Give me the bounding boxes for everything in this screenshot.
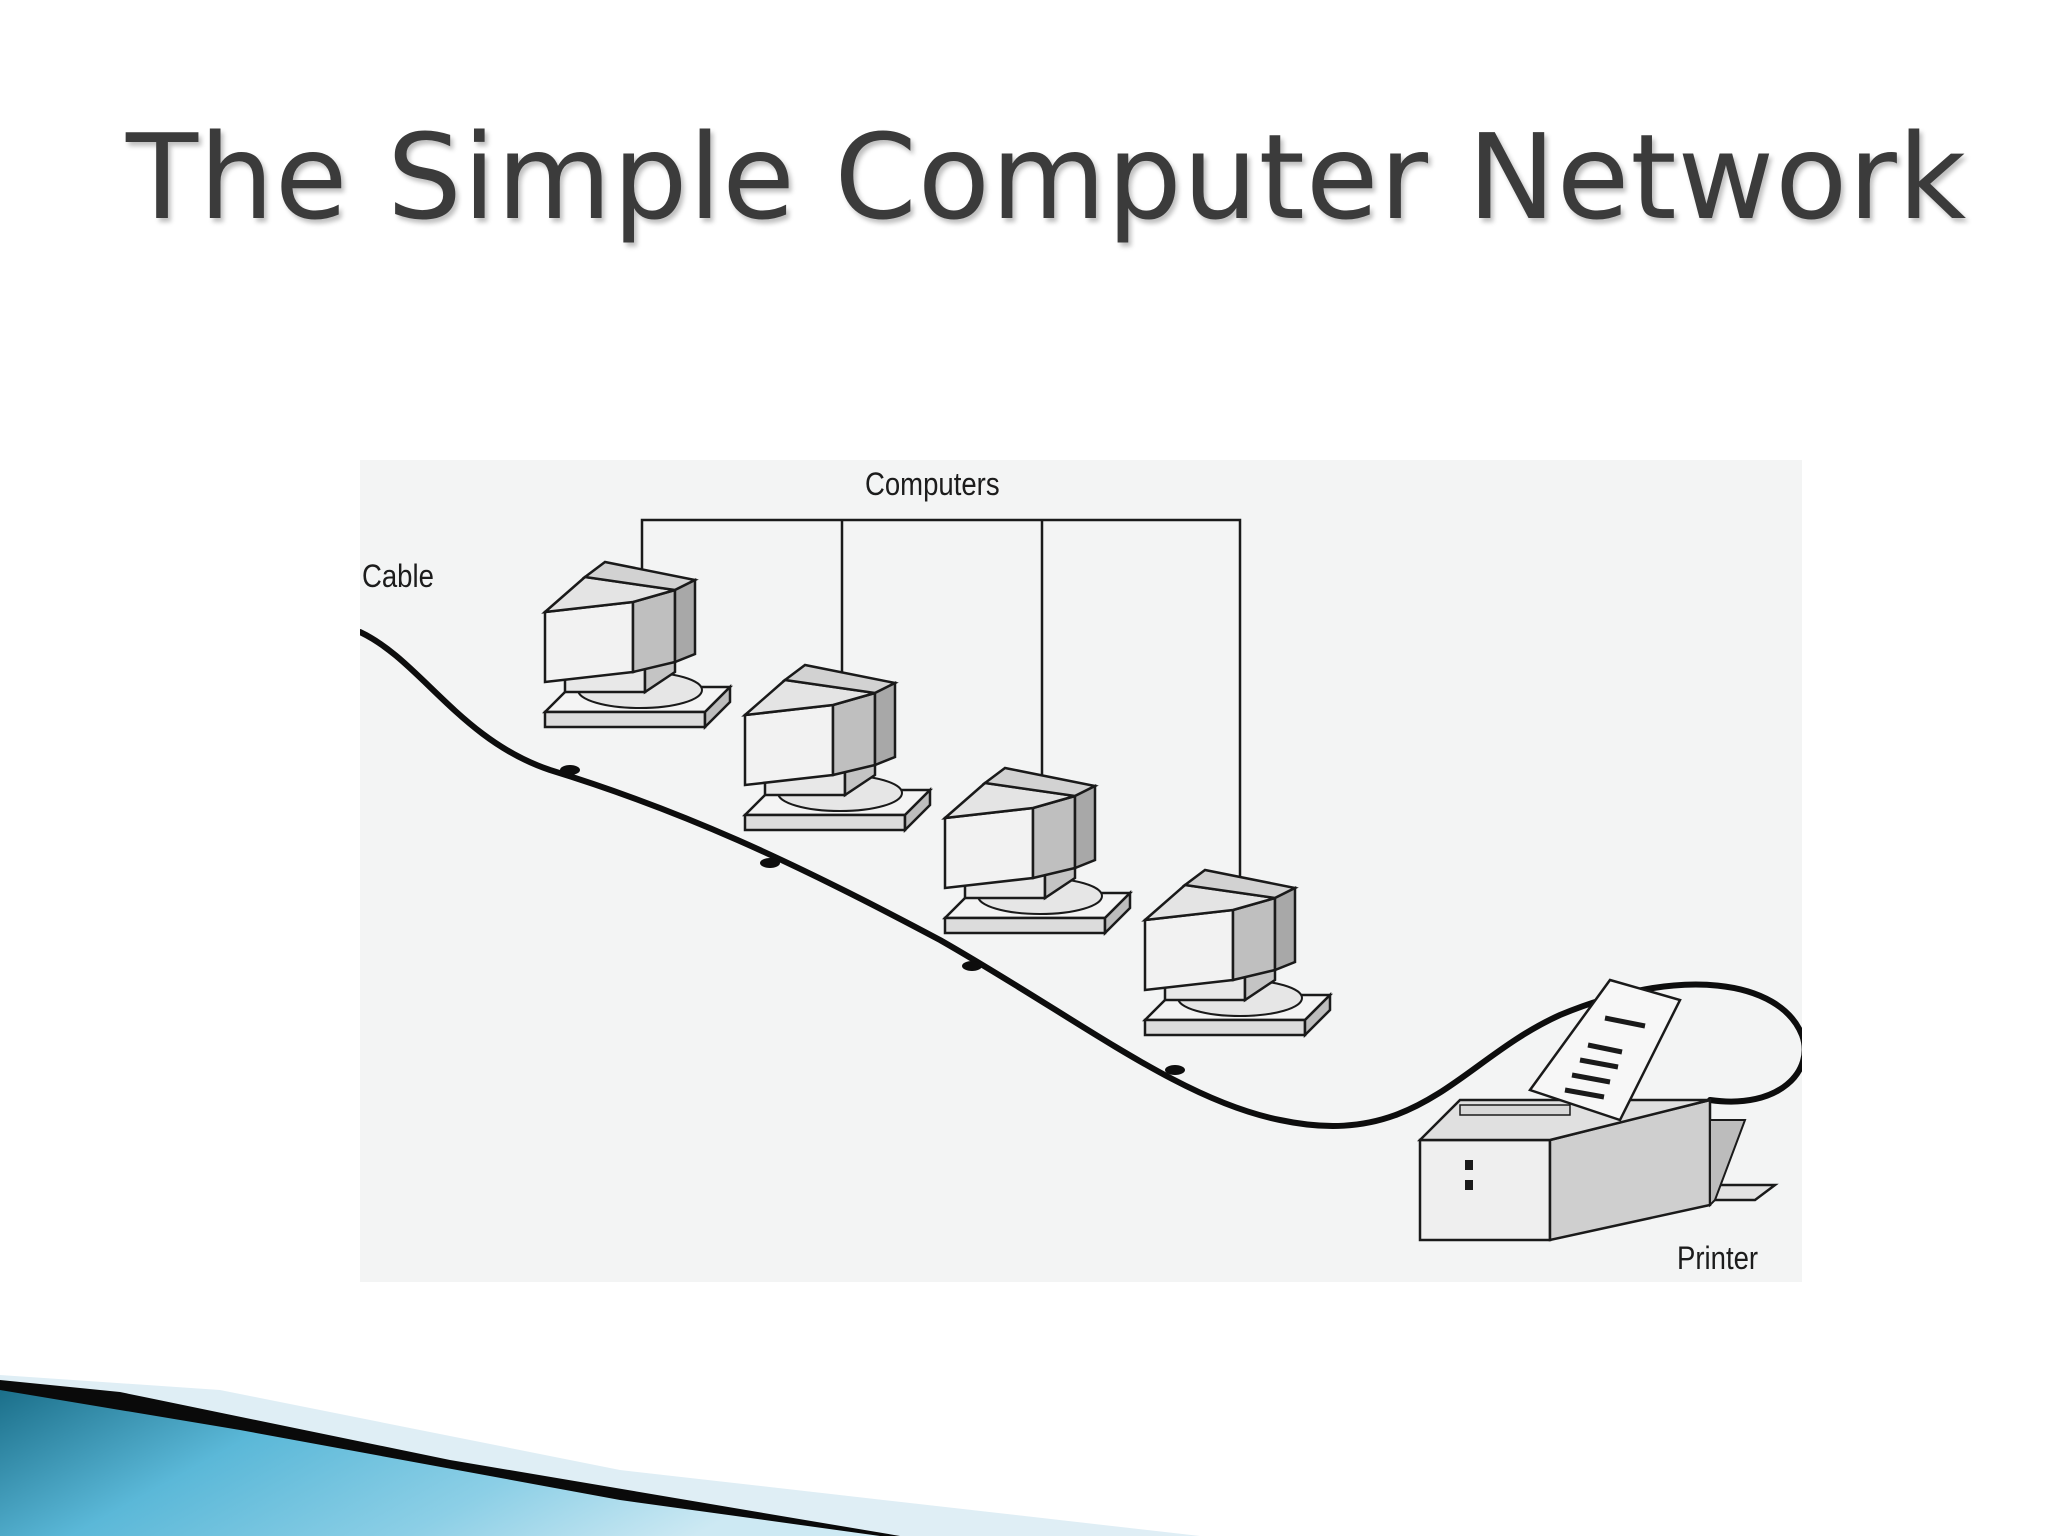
computer-1-icon xyxy=(543,560,732,729)
computer-2-icon xyxy=(743,663,932,832)
network-diagram: Computers Cable Printer xyxy=(360,460,1802,1282)
printer-icon xyxy=(1416,978,1779,1242)
slide-title: The Simple Computer Network xyxy=(126,108,1968,246)
computer-3-icon xyxy=(943,766,1132,935)
computers-bracket xyxy=(640,518,1242,888)
computer-4-icon xyxy=(1143,868,1332,1037)
computers-label: Computers xyxy=(865,466,1000,502)
cable-label: Cable xyxy=(362,558,434,594)
decorative-swoosh xyxy=(0,1375,1200,1536)
printer-label: Printer xyxy=(1677,1240,1759,1276)
network-cable xyxy=(360,629,1802,1129)
network-diagram-svg xyxy=(360,518,1802,1242)
